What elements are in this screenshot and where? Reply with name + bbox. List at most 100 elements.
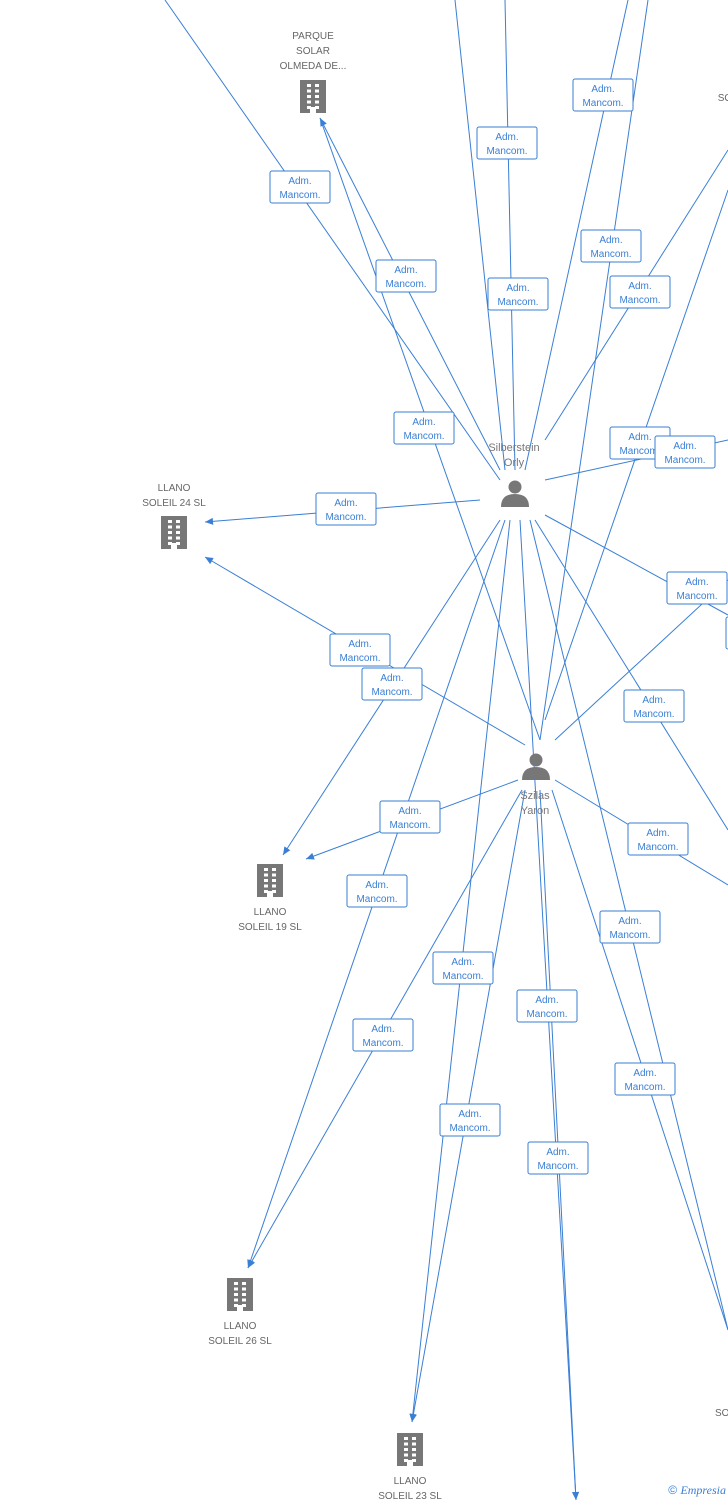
role-label-line2: Mancom. xyxy=(403,431,444,442)
relation-edge xyxy=(554,579,728,741)
role-label-badge[interactable]: Adm. Mancom. xyxy=(666,571,728,605)
person-name-line2[interactable]: Yaron xyxy=(521,805,550,817)
role-label-line2: Mancom. xyxy=(676,591,717,602)
role-label-line1: Adm. xyxy=(506,283,529,294)
company-label[interactable]: PARQUE xyxy=(292,31,334,42)
role-label-line1: Adm. xyxy=(535,995,558,1006)
company-label[interactable]: SOLEIL 19 SL xyxy=(238,922,302,933)
role-label-badge[interactable]: Adm. Mancom. xyxy=(352,1018,414,1052)
person-name-line2[interactable]: Orly xyxy=(504,457,525,469)
role-labels-layer: Adm.Mancom.Adm.Mancom.Adm.Mancom.Adm.Man… xyxy=(269,78,728,1175)
role-label-line1: Adm. xyxy=(365,880,388,891)
company-label[interactable]: LLANO xyxy=(394,1476,427,1487)
role-label-badge[interactable]: Adm.Mancom. xyxy=(346,874,408,908)
company-label[interactable]: LLANO xyxy=(254,907,287,918)
person-icon xyxy=(522,753,550,780)
role-label-badge[interactable]: Adm. Mancom. xyxy=(572,78,634,112)
role-label-badge[interactable]: Adm. Mancom. xyxy=(393,411,455,445)
edges-layer xyxy=(164,0,728,1500)
role-label-badge[interactable]: Adm.Mancom. xyxy=(654,435,716,469)
company-label[interactable]: SO xyxy=(718,93,728,104)
role-label-line1: Adm. xyxy=(599,235,622,246)
role-label-line2: Mancom. xyxy=(590,249,631,260)
role-label-line1: Adm. xyxy=(458,1109,481,1120)
copyright-symbol: © xyxy=(668,1483,678,1497)
role-label-line2: Mancom. xyxy=(637,842,678,853)
role-label-badge[interactable]: Adm. Mancom. xyxy=(315,492,377,526)
role-label-line2: Mancom. xyxy=(486,146,527,157)
role-label-line1: Adm. xyxy=(288,176,311,187)
role-label-line2: Mancom. xyxy=(325,512,366,523)
role-label-line2: Mancom. xyxy=(279,190,320,201)
role-label-line2: Mancom. xyxy=(582,98,623,109)
person-icon xyxy=(501,480,529,507)
role-label-badge[interactable]: Adm.Mancom. xyxy=(516,989,578,1023)
role-label-line1: Adm. xyxy=(371,1024,394,1035)
role-label-badge[interactable]: Adm. Mancom. xyxy=(439,1103,501,1137)
company-label[interactable]: SOLEIL 24 SL xyxy=(142,498,206,509)
role-label-line2: Mancom. xyxy=(371,687,412,698)
role-label-line2: Mancom. xyxy=(449,1123,490,1134)
role-label-badge[interactable]: Adm. Mancom. xyxy=(580,229,642,263)
company-label[interactable]: LLANO xyxy=(224,1321,257,1332)
role-label-line2: Mancom. xyxy=(362,1038,403,1049)
role-label-badge[interactable]: Adm.Mancom. xyxy=(432,951,494,985)
role-label-line1: Adm. xyxy=(334,498,357,509)
role-label-line1: Adm. xyxy=(618,916,641,927)
arrowhead-icon xyxy=(205,557,214,565)
role-label-badge[interactable]: Adm. Mancom. xyxy=(329,633,391,667)
relation-edge xyxy=(551,789,728,1331)
company-label[interactable]: SOLEIL 26 SL xyxy=(208,1336,272,1347)
role-label-badge[interactable]: Adm.Mancom. xyxy=(527,1141,589,1175)
role-label-line2: Mancom. xyxy=(497,297,538,308)
company-label[interactable]: SOLAR xyxy=(296,46,330,57)
role-label-line1: Adm. xyxy=(380,673,403,684)
relation-edge xyxy=(319,117,501,471)
company-label[interactable]: LLANO xyxy=(158,483,191,494)
role-label-line1: Adm. xyxy=(642,695,665,706)
role-label-line2: Mancom. xyxy=(633,709,674,720)
role-label-line1: Adm. xyxy=(451,957,474,968)
role-label-line1: Adm. xyxy=(591,84,614,95)
company-label[interactable]: SOL xyxy=(715,1408,728,1419)
role-label-line1: Adm. xyxy=(628,432,651,443)
role-label-line2: Mancom. xyxy=(339,653,380,664)
role-label-line1: Adm. xyxy=(394,265,417,276)
role-label-line1: Adm. xyxy=(646,828,669,839)
arrowhead-icon xyxy=(572,1491,580,1500)
footer-credit[interactable]: © Empresia xyxy=(668,1483,726,1498)
role-label-line1: Adm. xyxy=(412,417,435,428)
relation-edge xyxy=(539,0,649,741)
role-label-line1: Adm. xyxy=(495,132,518,143)
arrowhead-icon xyxy=(320,118,327,127)
role-label-badge[interactable]: Adm. Mancom. xyxy=(476,126,538,160)
role-label-badge[interactable]: Adm. Mancom. xyxy=(487,277,549,311)
brand-name: Empresia xyxy=(680,1483,726,1497)
role-label-line1: Adm. xyxy=(348,639,371,650)
role-label-badge[interactable]: Adm. Mancom. xyxy=(627,822,689,856)
role-label-badge[interactable]: Adm.Mancom. xyxy=(609,275,671,309)
company-label[interactable]: SOLEIL 23 SL xyxy=(378,1491,442,1500)
relation-edge xyxy=(454,0,506,471)
company-label[interactable]: OLMEDA DE... xyxy=(280,61,347,72)
arrowhead-icon xyxy=(306,852,315,860)
role-label-line1: Adm. xyxy=(685,577,708,588)
role-label-badge[interactable]: Adm. Mancom. xyxy=(623,689,685,723)
role-label-badge[interactable]: Adm.Mancom. xyxy=(614,1062,676,1096)
role-label-line2: Mancom. xyxy=(609,930,650,941)
person-name-line1[interactable]: Szilas xyxy=(520,790,550,802)
role-label-line2: Mancom. xyxy=(664,455,705,466)
role-label-line1: Adm. xyxy=(398,806,421,817)
person-name-line1[interactable]: Silberstein xyxy=(488,442,539,454)
role-label-badge[interactable]: Adm. Mancom. xyxy=(379,800,441,834)
building-icon xyxy=(300,80,326,113)
role-label-badge[interactable]: Adm. Mancom. xyxy=(361,667,423,701)
role-label-line2: Mancom. xyxy=(389,820,430,831)
relation-edge xyxy=(504,0,516,471)
role-label-badge[interactable]: Adm.Mancom. xyxy=(375,259,437,293)
role-label-badge[interactable]: Adm. Mancom. xyxy=(599,910,661,944)
role-label-line1: Adm. xyxy=(546,1147,569,1158)
role-label-badge[interactable]: Adm. Mancom. xyxy=(269,170,331,204)
building-icon xyxy=(397,1433,423,1466)
